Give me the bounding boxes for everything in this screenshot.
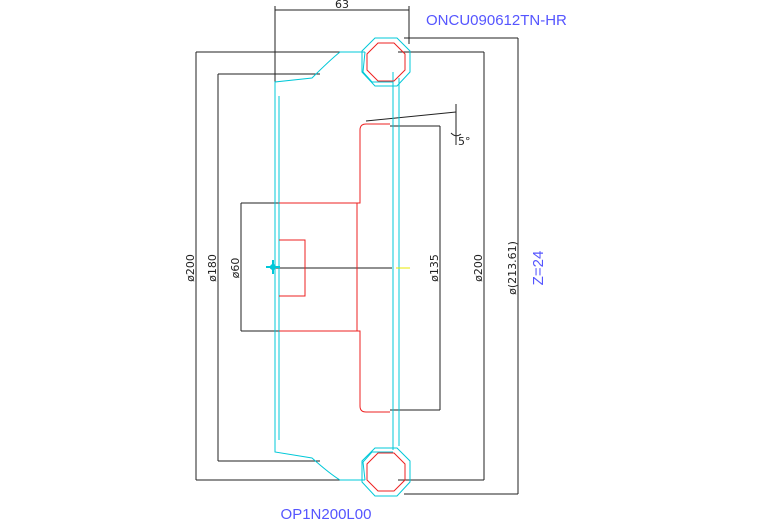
dim-dia-213: ø(213.61) [506,241,519,295]
dim-angle-5: 5° [458,135,471,148]
dim-dia-200-outer: ø200 [184,254,197,282]
teeth-count-label: Z=24 [530,251,547,286]
hub-outline [279,123,390,413]
insert-top [361,37,411,87]
dim-dia-180: ø180 [206,254,219,282]
cutter-code-label: OP1N200L00 [281,506,372,523]
dim-width-63: 63 [335,0,349,11]
dim-dia-200-inner: ø200 [472,254,485,282]
dim-dia-135: ø135 [428,254,441,282]
dim-dia-60: ø60 [229,258,242,279]
insert-code-label: ONCU090612TN-HR [426,12,567,29]
centre-mark [266,260,410,274]
insert-bottom [361,447,411,497]
cutter-body-outline [274,51,400,481]
dimension-lines [195,6,519,495]
